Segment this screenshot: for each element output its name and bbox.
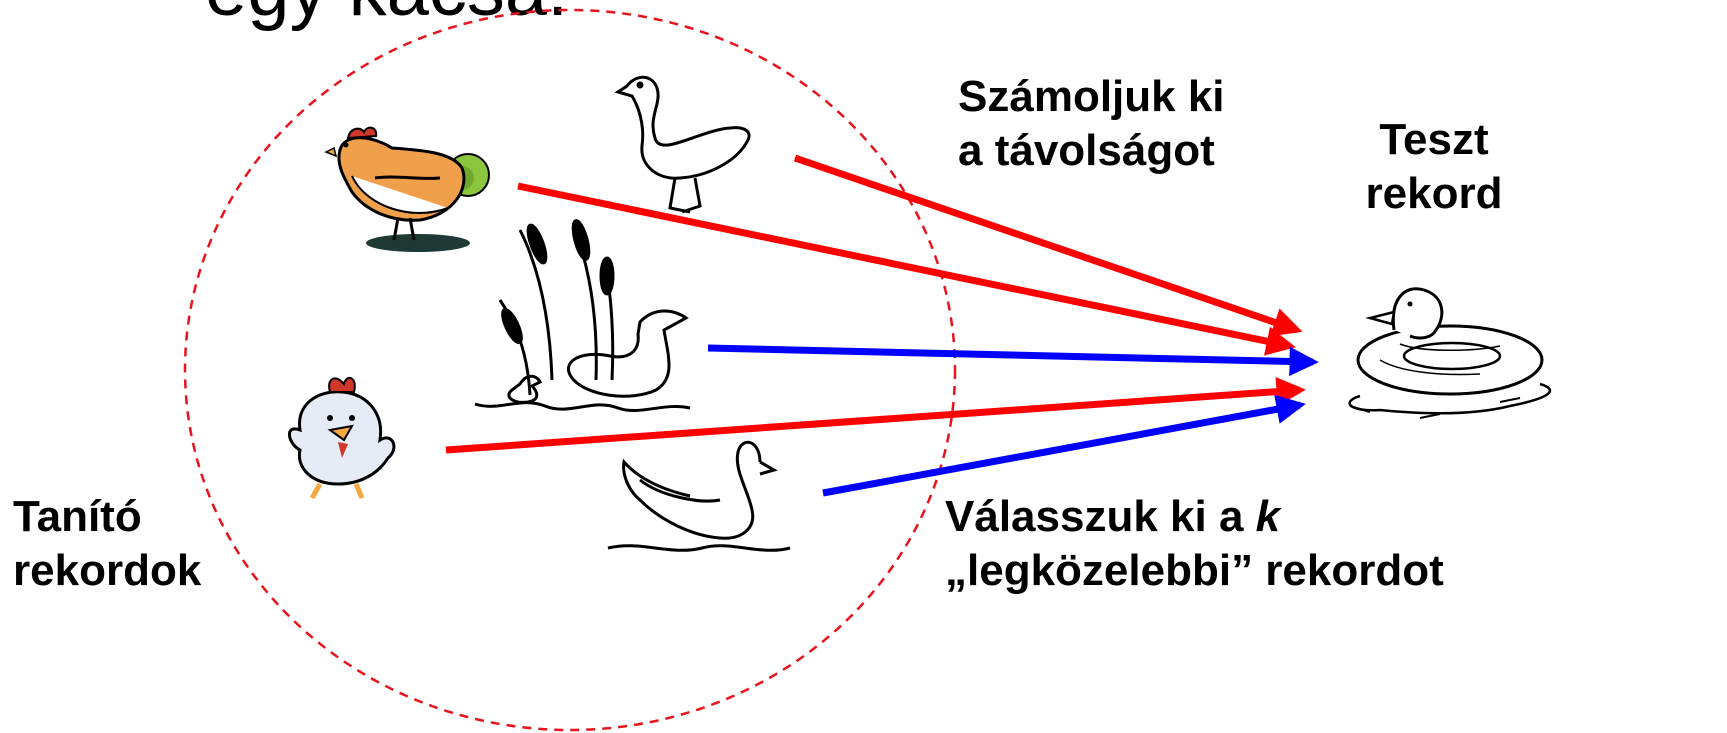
duck-in-reeds-icon: [475, 219, 690, 410]
training-records-line1: Tanító: [13, 490, 201, 544]
compute-distance-label: Számoljuk ki a távolságot: [958, 70, 1225, 177]
duck-float-icon: [1350, 289, 1550, 418]
compute-distance-line2: a távolságot: [958, 124, 1225, 178]
swan-icon: [608, 442, 790, 550]
hen-icon: [326, 128, 489, 252]
distance-arrow-hen: [518, 186, 1290, 346]
select-k-label: Válasszuk ki a k „legközelebbi” rekordot: [945, 490, 1444, 597]
k-variable: k: [1256, 492, 1280, 541]
distance-arrow-chick: [446, 390, 1300, 450]
select-k-line2: „legközelebbi” rekordot: [945, 544, 1444, 598]
goose-icon: [618, 77, 749, 212]
chick-icon: [289, 378, 393, 498]
select-k-prefix: Válasszuk ki a: [945, 492, 1256, 541]
training-records-line2: rekordok: [13, 544, 201, 598]
training-records-label: Tanító rekordok: [13, 490, 201, 597]
distance-arrow-goose: [795, 158, 1297, 330]
test-record-line2: rekord: [1364, 167, 1504, 221]
select-k-line1: Válasszuk ki a k: [945, 490, 1444, 544]
test-record-label: Teszt rekord: [1364, 113, 1504, 220]
distance-arrow-duck: [708, 348, 1313, 362]
test-record-line1: Teszt: [1364, 113, 1504, 167]
compute-distance-line1: Számoljuk ki: [958, 70, 1225, 124]
